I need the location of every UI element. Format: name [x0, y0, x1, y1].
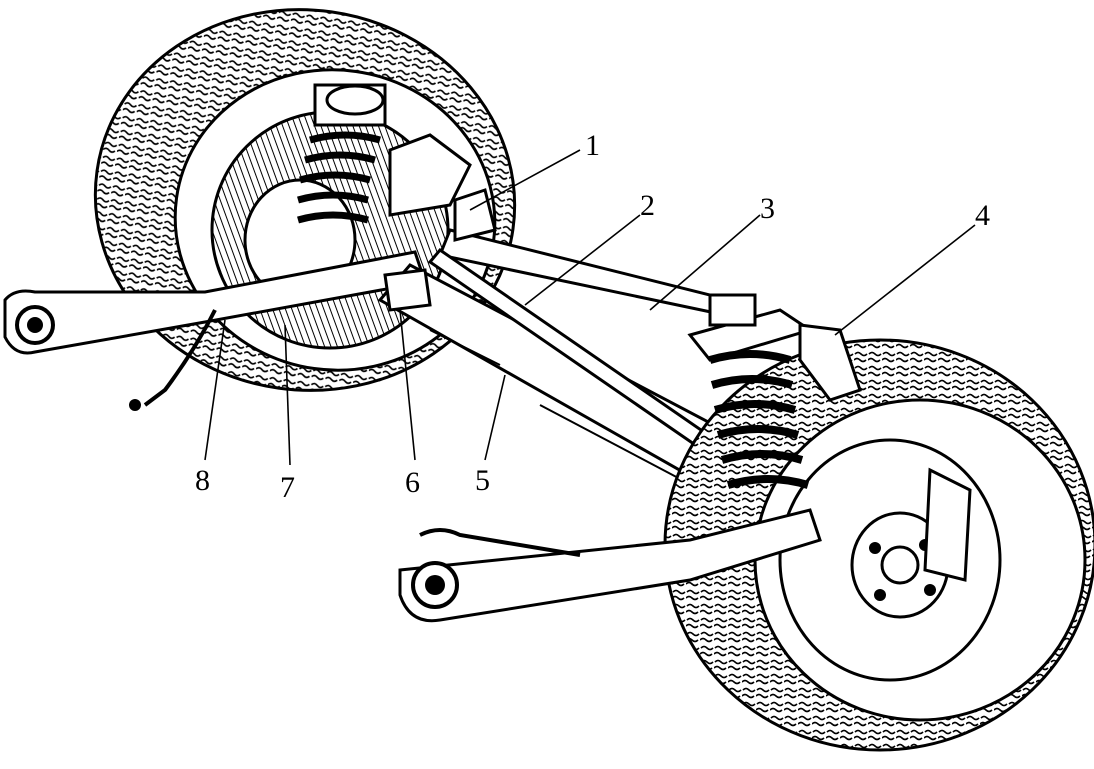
leader-7 — [284, 324, 291, 466]
label-8: 8 — [195, 464, 210, 497]
panhard-rods — [383, 188, 733, 465]
label-4: 4 — [975, 199, 990, 232]
leader-1 — [469, 149, 581, 211]
label-5: 5 — [475, 464, 490, 497]
left-coil-spring — [297, 83, 472, 224]
label-7: 7 — [280, 471, 295, 504]
leader-2 — [524, 214, 641, 306]
leader-lines — [204, 149, 976, 466]
leader-4 — [834, 224, 976, 336]
leader-5 — [484, 374, 506, 461]
leader-8 — [204, 319, 226, 461]
part-labels: 1 2 3 4 5 6 7 8 — [195, 129, 990, 504]
leader-3 — [649, 214, 761, 311]
right-trailing-arm — [398, 508, 822, 623]
right-wheel — [663, 338, 1094, 752]
label-1: 1 — [585, 129, 600, 162]
label-3: 3 — [760, 192, 775, 225]
right-coil-spring — [687, 293, 862, 489]
leader-6 — [399, 309, 416, 461]
label-2: 2 — [640, 189, 655, 222]
label-6: 6 — [405, 466, 420, 499]
